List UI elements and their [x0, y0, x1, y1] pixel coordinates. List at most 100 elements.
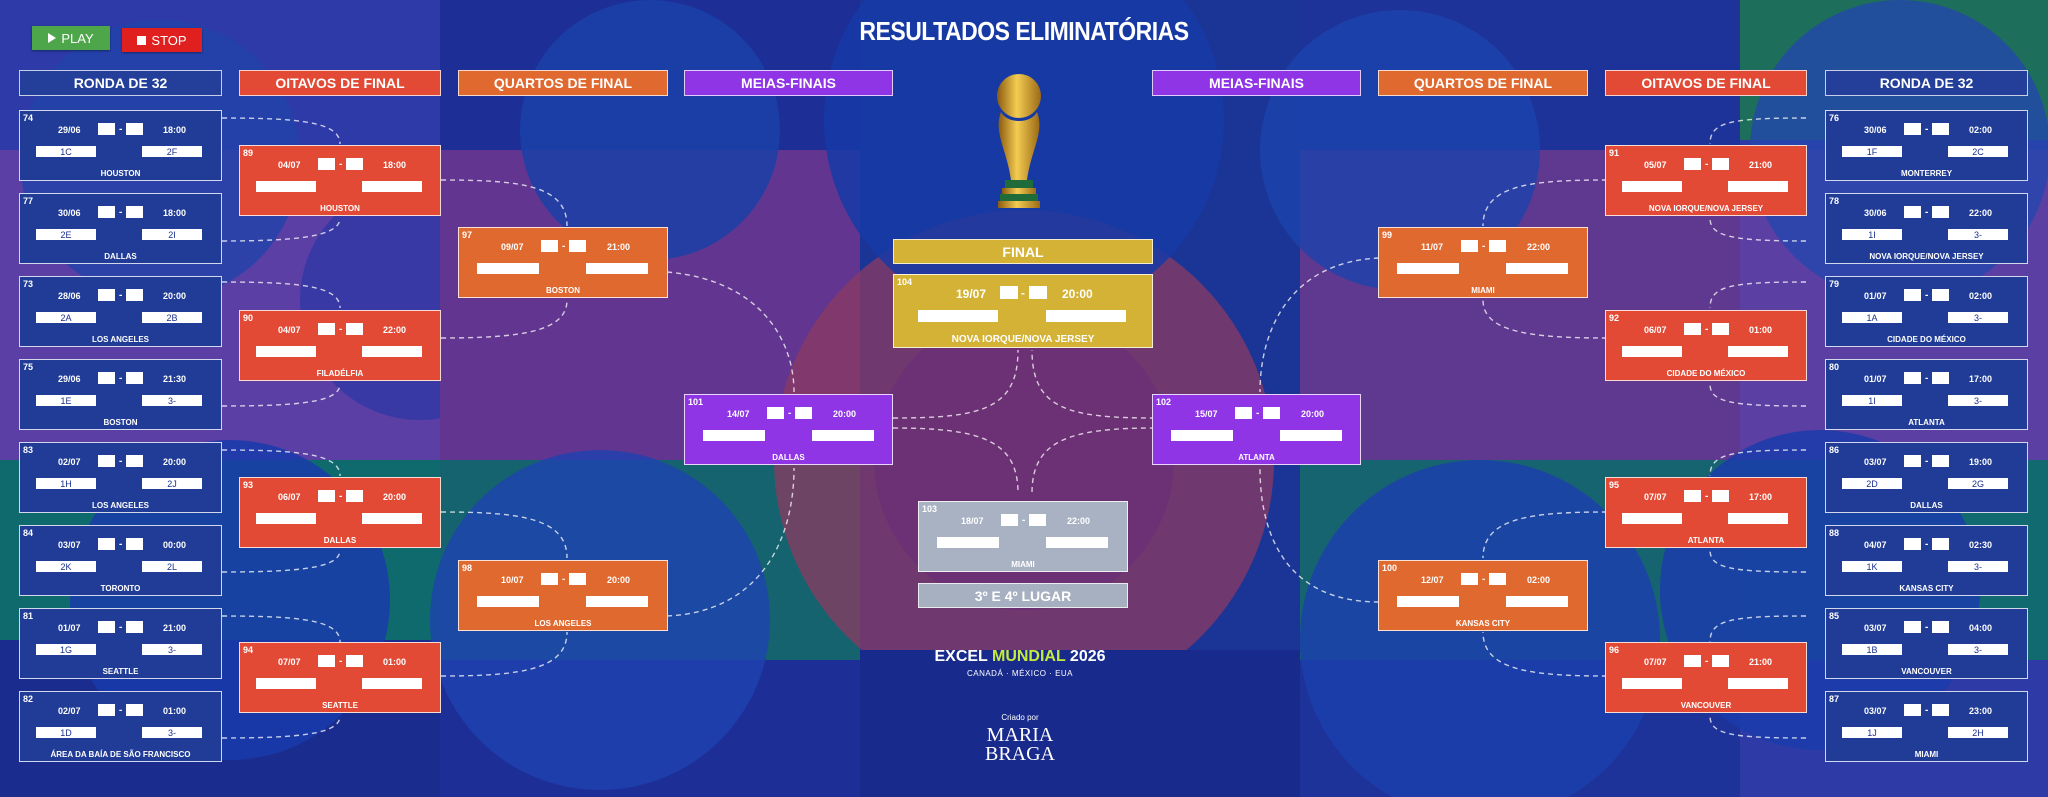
team-1[interactable]: 1I — [1842, 395, 1902, 406]
score-1-input[interactable] — [98, 621, 115, 633]
match-97[interactable]: 97 09/07 - 21:00 BOSTON — [458, 227, 668, 298]
team-1[interactable]: 1D — [36, 727, 96, 738]
team-2[interactable] — [362, 181, 422, 192]
match-100[interactable]: 100 12/07 - 02:00 KANSAS CITY — [1378, 560, 1588, 631]
match-103[interactable]: 103 18/07 - 22:00 MIAMI — [918, 501, 1128, 572]
score-2-input[interactable] — [1712, 323, 1729, 335]
score-2-input[interactable] — [1932, 206, 1949, 218]
score-2-input[interactable] — [126, 206, 143, 218]
team-1[interactable]: 1E — [36, 395, 96, 406]
score-2-input[interactable] — [1029, 286, 1047, 299]
team-2[interactable]: 3- — [1948, 229, 2008, 240]
score-2-input[interactable] — [126, 621, 143, 633]
score-1-input[interactable] — [1904, 289, 1921, 301]
team-2[interactable] — [362, 678, 422, 689]
match-77[interactable]: 77 30/06 - 18:00 2E 2I DALLAS — [19, 193, 222, 264]
stop-button[interactable]: STOP — [122, 28, 202, 52]
score-2-input[interactable] — [1932, 621, 1949, 633]
score-2-input[interactable] — [126, 538, 143, 550]
match-96[interactable]: 96 07/07 - 21:00 VANCOUVER — [1605, 642, 1807, 713]
team-1[interactable] — [1171, 430, 1233, 441]
match-78[interactable]: 78 30/06 - 22:00 1I 3- NOVA IORQUE/NOVA … — [1825, 193, 2028, 264]
team-2[interactable] — [362, 346, 422, 357]
match-88[interactable]: 88 04/07 - 02:30 1K 3- KANSAS CITY — [1825, 525, 2028, 596]
team-2[interactable] — [362, 513, 422, 524]
score-1-input[interactable] — [98, 538, 115, 550]
score-1-input[interactable] — [1904, 455, 1921, 467]
match-102[interactable]: 102 15/07 - 20:00 ATLANTA — [1152, 394, 1361, 465]
score-2-input[interactable] — [346, 490, 363, 502]
score-1-input[interactable] — [1684, 490, 1701, 502]
team-2[interactable] — [1506, 596, 1568, 607]
team-2[interactable]: 2L — [142, 561, 202, 572]
score-1-input[interactable] — [1461, 240, 1478, 252]
team-2[interactable]: 3- — [1948, 395, 2008, 406]
match-73[interactable]: 73 28/06 - 20:00 2A 2B LOS ANGELES — [19, 276, 222, 347]
team-1[interactable]: 1K — [1842, 561, 1902, 572]
team-1[interactable] — [703, 430, 765, 441]
score-2-input[interactable] — [1029, 514, 1046, 526]
score-2-input[interactable] — [1712, 490, 1729, 502]
score-1-input[interactable] — [1904, 621, 1921, 633]
team-2[interactable] — [1728, 181, 1788, 192]
team-2[interactable] — [1280, 430, 1342, 441]
team-2[interactable]: 3- — [1948, 644, 2008, 655]
score-1-input[interactable] — [98, 289, 115, 301]
team-1[interactable]: 1I — [1842, 229, 1902, 240]
team-2[interactable] — [1728, 513, 1788, 524]
team-1[interactable] — [1397, 596, 1459, 607]
score-1-input[interactable] — [1904, 206, 1921, 218]
team-2[interactable]: 2I — [142, 229, 202, 240]
team-1[interactable]: 2D — [1842, 478, 1902, 489]
team-2[interactable]: 2J — [142, 478, 202, 489]
match-104[interactable]: 104 19/07 - 20:00 NOVA IORQUE/NOVA JERSE… — [893, 274, 1153, 348]
team-1[interactable] — [477, 263, 539, 274]
score-1-input[interactable] — [1235, 407, 1252, 419]
team-1[interactable]: 2K — [36, 561, 96, 572]
team-2[interactable] — [586, 263, 648, 274]
team-1[interactable]: 1J — [1842, 727, 1902, 738]
score-1-input[interactable] — [1000, 286, 1018, 299]
team-1[interactable] — [256, 181, 316, 192]
score-2-input[interactable] — [1932, 289, 1949, 301]
team-2[interactable]: 3- — [1948, 312, 2008, 323]
score-2-input[interactable] — [795, 407, 812, 419]
score-2-input[interactable] — [1263, 407, 1280, 419]
score-2-input[interactable] — [1932, 538, 1949, 550]
score-1-input[interactable] — [318, 490, 335, 502]
score-2-input[interactable] — [1489, 240, 1506, 252]
match-86[interactable]: 86 03/07 - 19:00 2D 2G DALLAS — [1825, 442, 2028, 513]
score-1-input[interactable] — [541, 240, 558, 252]
score-1-input[interactable] — [318, 158, 335, 170]
team-2[interactable] — [812, 430, 874, 441]
team-2[interactable]: 2B — [142, 312, 202, 323]
score-2-input[interactable] — [569, 573, 586, 585]
team-1[interactable] — [1622, 678, 1682, 689]
team-2[interactable]: 3- — [1948, 561, 2008, 572]
match-98[interactable]: 98 10/07 - 20:00 LOS ANGELES — [458, 560, 668, 631]
score-2-input[interactable] — [346, 323, 363, 335]
team-2[interactable] — [586, 596, 648, 607]
match-90[interactable]: 90 04/07 - 22:00 FILADÉLFIA — [239, 310, 441, 381]
score-2-input[interactable] — [569, 240, 586, 252]
score-1-input[interactable] — [318, 323, 335, 335]
score-1-input[interactable] — [1904, 704, 1921, 716]
score-1-input[interactable] — [1904, 538, 1921, 550]
team-1[interactable] — [1622, 513, 1682, 524]
score-1-input[interactable] — [1684, 323, 1701, 335]
match-74[interactable]: 74 29/06 - 18:00 1C 2F HOUSTON — [19, 110, 222, 181]
score-2-input[interactable] — [126, 455, 143, 467]
team-2[interactable] — [1728, 346, 1788, 357]
match-80[interactable]: 80 01/07 - 17:00 1I 3- ATLANTA — [1825, 359, 2028, 430]
score-2-input[interactable] — [126, 289, 143, 301]
match-95[interactable]: 95 07/07 - 17:00 ATLANTA — [1605, 477, 1807, 548]
match-82[interactable]: 82 02/07 - 01:00 1D 3- ÁREA DA BAÍA DE S… — [19, 691, 222, 762]
score-1-input[interactable] — [1684, 655, 1701, 667]
team-1[interactable] — [918, 310, 998, 322]
team-2[interactable]: 2H — [1948, 727, 2008, 738]
score-1-input[interactable] — [1001, 514, 1018, 526]
score-1-input[interactable] — [1904, 123, 1921, 135]
score-1-input[interactable] — [98, 123, 115, 135]
team-2[interactable]: 2F — [142, 146, 202, 157]
score-2-input[interactable] — [346, 158, 363, 170]
